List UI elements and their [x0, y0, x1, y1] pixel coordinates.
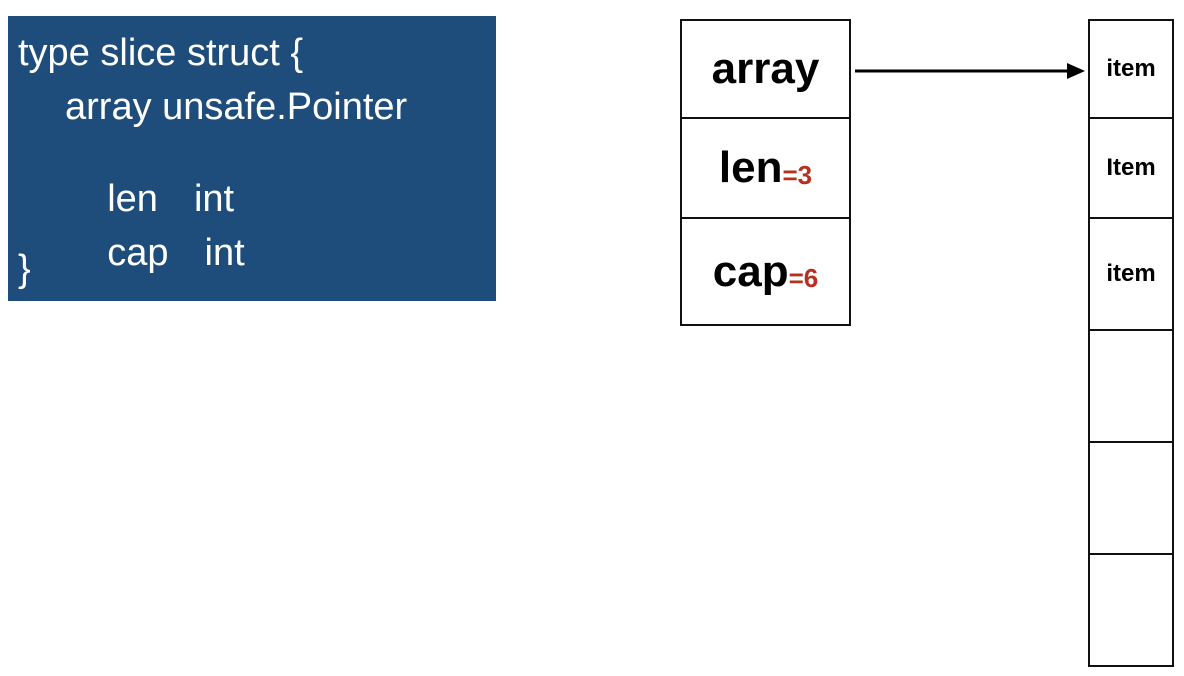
array-cell-4: [1090, 441, 1172, 553]
slice-header-box: array len=3 cap=6: [680, 19, 851, 326]
field-len: len=3: [682, 117, 849, 217]
field-cap: cap=6: [682, 217, 849, 324]
array-cell-3: [1090, 329, 1172, 441]
code-len-type: int: [193, 178, 235, 220]
underlying-array-box: item Item item: [1088, 19, 1174, 667]
slice-struct-code-block: type slice struct { array unsafe.Pointer…: [8, 16, 496, 301]
code-line-closing-brace: }: [18, 248, 31, 290]
pointer-arrow: [855, 63, 1085, 79]
code-line-array-field: array unsafe.Pointer: [65, 86, 408, 128]
code-line-type-declaration: type slice struct {: [18, 32, 304, 74]
field-array: array: [682, 21, 849, 117]
array-cell-5: [1090, 553, 1172, 665]
field-array-label: array: [711, 44, 820, 93]
field-cap-label: cap: [712, 246, 789, 296]
array-cell-0: item: [1106, 55, 1156, 82]
field-cap-value: =6: [788, 263, 819, 293]
field-len-value: =3: [782, 159, 813, 190]
code-cap-name: cap: [107, 232, 169, 274]
code-len-name: len: [107, 178, 158, 220]
array-cell-1: Item: [1090, 117, 1172, 217]
pointer-arrowhead: [1067, 63, 1085, 79]
field-len-label: len: [718, 143, 783, 192]
code-cap-type: int: [204, 232, 245, 274]
array-cell-2: item: [1090, 217, 1172, 329]
